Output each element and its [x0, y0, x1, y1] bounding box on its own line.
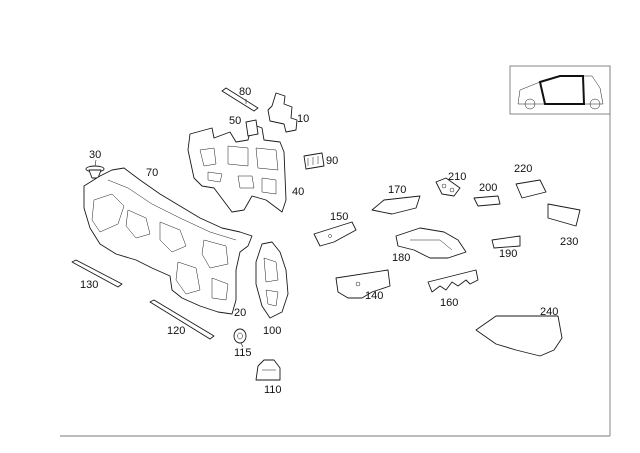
callout-90: 90	[326, 155, 338, 167]
part-180-insulation	[395, 227, 467, 259]
callout-240: 240	[540, 306, 558, 318]
part-120-sealing-strip	[149, 299, 215, 340]
callout-170: 170	[388, 184, 406, 196]
callout-200: 200	[479, 182, 497, 194]
part-100-insulation	[255, 241, 289, 319]
part-190-insulation	[491, 235, 521, 249]
part-230-insulation	[547, 203, 581, 227]
leader-115	[240, 342, 244, 348]
part-50-insulation-piece	[245, 119, 259, 137]
leader-30	[94, 159, 97, 167]
part-10-insulation	[267, 92, 298, 133]
part-115-grommet	[233, 328, 247, 344]
part-150-insulation	[313, 221, 357, 247]
callout-190: 190	[499, 248, 517, 260]
part-240-floor-mat	[475, 315, 563, 357]
part-160-insulation	[427, 269, 479, 293]
callout-20: 20	[234, 307, 246, 319]
callout-150: 150	[330, 211, 348, 223]
part-80-strip	[221, 87, 259, 112]
callout-230: 230	[560, 236, 578, 248]
vehicle-thumbnail-icon	[509, 65, 611, 115]
part-70-firewall-insulation	[83, 167, 253, 315]
part-220-insulation	[515, 179, 547, 199]
callout-220: 220	[514, 163, 532, 175]
part-210-bracket	[435, 177, 461, 197]
callout-labels: 80 10 50 90 40 30 70 130 120 20 100 115 …	[80, 86, 578, 396]
callout-180: 180	[392, 252, 410, 264]
callout-130: 130	[80, 279, 98, 291]
part-90-clip	[303, 152, 325, 170]
callout-110: 110	[264, 384, 282, 396]
callout-80: 80	[239, 86, 251, 98]
callout-210: 210	[448, 171, 466, 183]
callout-120: 120	[167, 325, 185, 337]
callout-160: 160	[440, 297, 458, 309]
callout-100: 100	[263, 325, 281, 337]
callout-115: 115	[234, 347, 252, 359]
part-40-insulation-mat	[187, 123, 287, 213]
part-170-insulation	[371, 195, 421, 215]
callout-70: 70	[146, 167, 158, 179]
part-140-insulation	[335, 269, 391, 299]
callout-50: 50	[229, 115, 241, 127]
part-110-cover	[255, 359, 281, 381]
part-130-sealing-strip	[71, 259, 123, 288]
callout-140: 140	[365, 290, 383, 302]
callout-10: 10	[297, 113, 309, 125]
callout-30: 30	[89, 149, 101, 161]
callout-40: 40	[292, 186, 304, 198]
part-200-insulation	[473, 195, 501, 207]
